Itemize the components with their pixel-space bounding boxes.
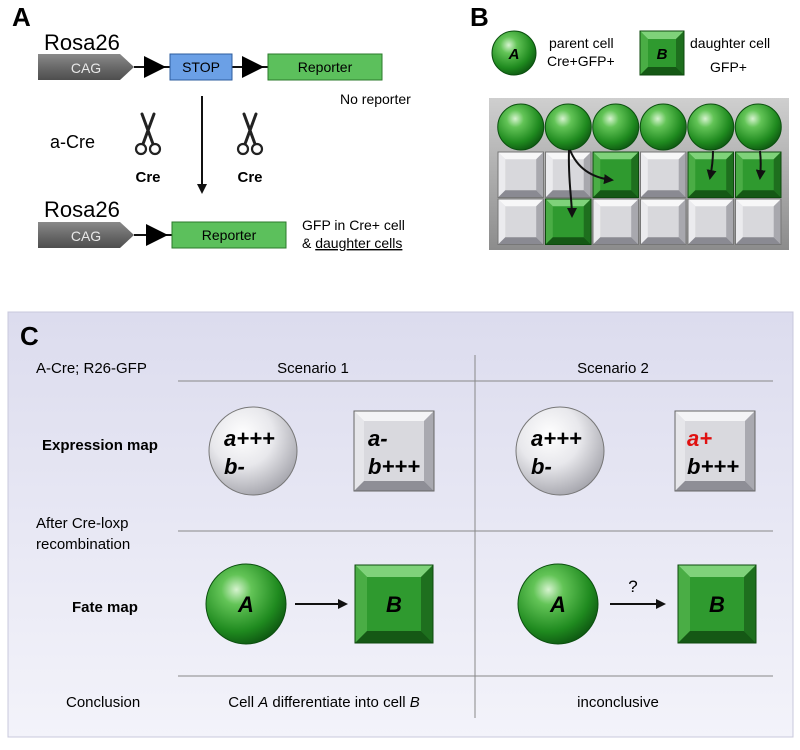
daughter-cell-green [545,198,592,245]
panel-c: C A-Cre; R26-GFP Scenario 1 Scenario 2 E… [7,311,794,738]
s2-circle-a: a+++ [531,426,582,451]
cag-bottom-label: CAG [71,228,101,244]
scissors-right-label: Cre [237,169,262,186]
daughter-cell-text2: GFP+ [710,59,747,75]
s2-fate-circle [517,563,599,645]
daughter-cells-underlined: daughter cells [315,235,402,251]
daughter-cell-grey [497,151,544,198]
stop-box [169,53,233,81]
parent-cell [497,103,545,151]
row-label-recomb1: After Cre-loxp [36,515,129,532]
loxp-site-icon [144,56,166,78]
daughter-cell-green [735,151,782,198]
header-scenario1: Scenario 1 [277,360,349,377]
panel-b-label: B [470,2,489,32]
cag-top-label: CAG [71,60,101,76]
daughter-cell-green [592,151,639,198]
s2-circle-b: b- [531,454,552,479]
s2-expression-square [674,410,756,492]
gfp-note-line2: & daughter cells [302,235,402,251]
scissors-icon [134,112,162,156]
row-label-recomb2: recombination [36,536,130,553]
s2-conclusion: inconclusive [577,694,659,711]
reporter-box-top [267,53,383,81]
daughter-cell-grey [735,198,782,245]
reporter-box-bottom [171,221,287,249]
parent-cell-text2: Cre+GFP+ [547,53,615,69]
daughter-cell-grey [687,198,734,245]
parent-cell-icon [491,30,537,76]
no-reporter-note: No reporter [340,91,411,107]
parent-cell [639,103,687,151]
lineage-arrow [566,149,577,218]
lineage-arrow [706,150,717,180]
s2-fate-a: A [549,592,566,617]
s2-expression-circle [515,406,605,496]
lineage-arrow [569,149,614,185]
panel-c-label: C [20,321,39,351]
panel-b: B A parent cell Cre+GFP+ B daughter cell… [470,2,789,250]
panel-a: A Rosa26 CAG STOP Reporter No reporter a… [12,2,411,251]
panel-c-background [7,311,794,738]
scissors-icon [236,112,264,156]
s1-fate-a: A [237,592,254,617]
s1-conclusion: Cell A differentiate into cell B [228,694,420,711]
parent-cell [734,103,782,151]
s1-square-a: a- [368,426,388,451]
daughter-cell-letter: B [657,46,668,63]
scissors-left-label: Cre [135,169,160,186]
s2-square-b: b+++ [687,454,739,479]
row-label-expression: Expression map [42,437,158,454]
s1-expression-circle [208,406,298,496]
parent-cell [544,103,592,151]
daughter-cell-text1: daughter cell [690,35,770,51]
s1-square-b: b+++ [368,454,420,479]
daughter-cell-icon [639,30,685,76]
reporter-top-label: Reporter [298,59,353,75]
s1-fate-square [354,564,434,644]
stop-label: STOP [182,59,220,75]
row-label-fate: Fate map [72,599,138,616]
rosa26-top-label: Rosa26 [44,30,120,55]
loxp-site-icon [146,224,168,246]
parent-cell-text1: parent cell [549,35,614,51]
s2-fate-square [677,564,757,644]
s1-fate-b: B [386,592,402,617]
daughter-cell-grey [497,198,544,245]
cag-promoter-bottom [38,222,134,248]
cell-grid [497,103,782,245]
daughter-cell-grey [640,198,687,245]
a-cre-label: a-Cre [50,132,95,152]
s1-fate-circle [205,563,287,645]
s2-fate-b: B [709,592,725,617]
s1-circle-a: a+++ [224,426,275,451]
panel-a-label: A [12,2,31,32]
parent-cell [687,103,735,151]
lineage-arrow [755,150,766,180]
question-mark: ? [628,577,637,596]
gfp-note-line1: GFP in Cre+ cell [302,217,405,233]
lineage-arrows [566,149,766,218]
s1-circle-b: b- [224,454,245,479]
parent-cell-letter: A [508,46,520,63]
loxp-site-icon [242,56,264,78]
rosa26-bottom-label: Rosa26 [44,197,120,222]
s2-square-a-highlighted: a+ [687,426,712,451]
daughter-cell-grey [640,151,687,198]
daughter-cell-grey [592,198,639,245]
header-genotype: A-Cre; R26-GFP [36,360,147,377]
s1-expression-square [353,410,435,492]
reporter-bottom-label: Reporter [202,227,257,243]
row-label-conclusion: Conclusion [66,694,140,711]
header-scenario2: Scenario 2 [577,360,649,377]
cag-promoter-top [38,54,134,80]
parent-cell [592,103,640,151]
